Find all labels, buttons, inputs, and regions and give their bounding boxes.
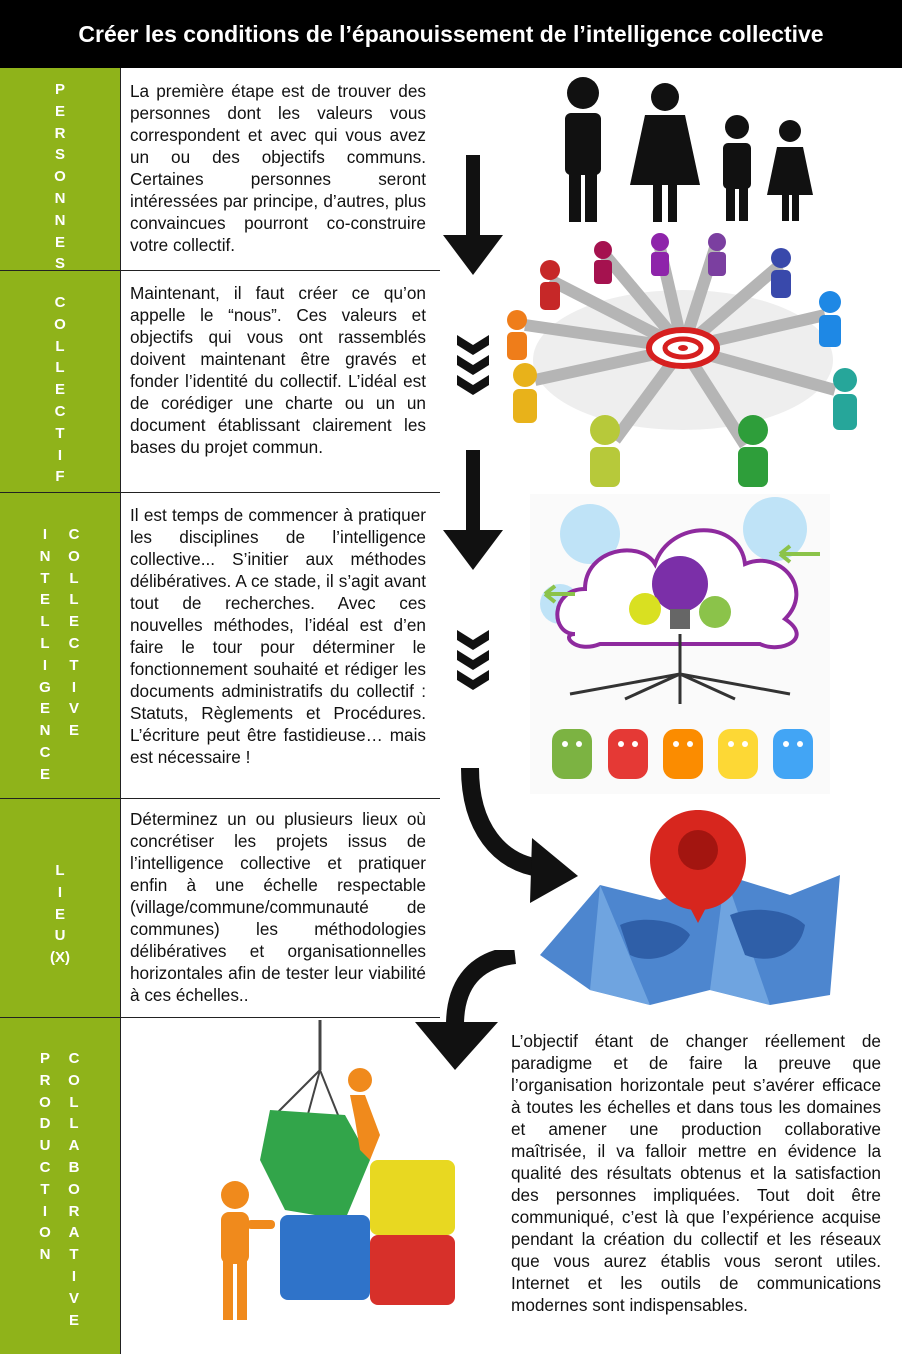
label-letter: T [55,424,65,442]
chevrons-down-icon [457,335,489,395]
label-letter: L [69,591,79,609]
label-letter: O [68,547,80,565]
label-letter: O [68,1071,80,1089]
section-text-collectif: Maintenant, il faut créer ce qu’on appel… [130,283,426,457]
label-letter: T [69,656,79,674]
label-letter: V [68,1289,79,1307]
label-letter: O [54,168,66,186]
label-letter: P [54,81,65,98]
label-letter: C [39,743,51,761]
label-letter: R [39,1071,51,1089]
label-letter: L [69,1115,79,1133]
label-letter: L [55,337,65,355]
map-pin-icon [540,810,840,1005]
down-arrow-icon [443,155,503,275]
label-letter: C [68,526,80,543]
label-letter: E [54,233,65,251]
label-letter: O [39,1093,51,1111]
label-letter: E [39,765,50,783]
curved-arrow-icon [461,768,578,903]
curved-arrow-icon [415,950,517,1070]
label-letter: C [54,294,66,311]
label-lieu-x: (X) [50,949,70,966]
label-letter: T [40,569,50,587]
label-letter: E [54,905,65,923]
label-letter: C [54,402,66,420]
label-letter: I [57,446,63,464]
label-letter: E [54,102,65,120]
label-letter: C [68,1050,80,1067]
label-letter: L [55,359,65,377]
label-letter: R [68,1202,80,1220]
label-letter: E [68,1311,79,1329]
label-letter: C [39,1158,51,1176]
label-letter: I [42,526,48,543]
label-letter: D [39,1115,51,1133]
label-letter: A [68,1224,80,1242]
row-divider [0,1017,440,1018]
label-letter: L [40,634,50,652]
label-letter: E [39,591,50,609]
row-divider [0,492,440,493]
label-letter: N [39,547,51,565]
puzzle-team-icon [221,1020,455,1320]
section-text-intelligence: Il est temps de commencer à pratiquer le… [130,505,426,767]
chevrons-down-icon [457,630,489,690]
label-letter: N [54,211,66,229]
label-letter: R [54,124,66,142]
label-letter: C [68,634,80,652]
label-letter: O [39,1224,51,1242]
label-letter: I [71,678,77,696]
label-letter: I [71,1267,77,1285]
label-letter: L [40,613,50,631]
label-letter: B [68,1158,80,1176]
label-letter: I [42,1202,48,1220]
label-letter: T [69,1246,79,1264]
label-letter: O [68,1180,80,1198]
label-letter: L [69,569,79,587]
label-letter: F [55,468,65,486]
label-letter: T [40,1180,50,1198]
row-divider [0,270,440,271]
label-letter: P [39,1050,50,1067]
label-letter: I [42,656,48,674]
section-text-lieu: Déterminez un ou plusieurs lieux où conc… [130,809,426,1005]
sidebar [0,68,120,1354]
section-text-personnes: La première étape est de trouver des per… [130,81,426,255]
target-network-icon [507,233,857,487]
label-letter: E [68,722,79,740]
label-letter: L [55,862,65,879]
label-letter: I [57,883,63,901]
label-letter: O [54,315,66,333]
row-divider [0,798,440,799]
label-letter: N [39,722,51,740]
label-letter: A [68,1137,80,1155]
label-letter: U [54,927,66,945]
people-icon [565,77,813,222]
label-letter: V [68,700,79,718]
down-arrow-icon [443,450,503,570]
lightbulb-cloud-icon [530,494,830,794]
label-letter: E [39,700,50,718]
label-letter: E [54,381,65,399]
label-letter: N [54,189,66,207]
label-letter: S [54,146,65,164]
section-text-production: L’objectif étant de changer réellement d… [511,1031,881,1315]
label-letter: S [54,255,65,273]
label-letter: N [39,1246,51,1264]
page-title: Créer les conditions de l’épanouissement… [0,0,902,68]
label-letter: L [69,1093,79,1111]
sidebar-divider [120,68,121,1354]
label-letter: G [39,678,51,696]
label-letter: U [39,1137,51,1155]
label-letter: E [68,613,79,631]
